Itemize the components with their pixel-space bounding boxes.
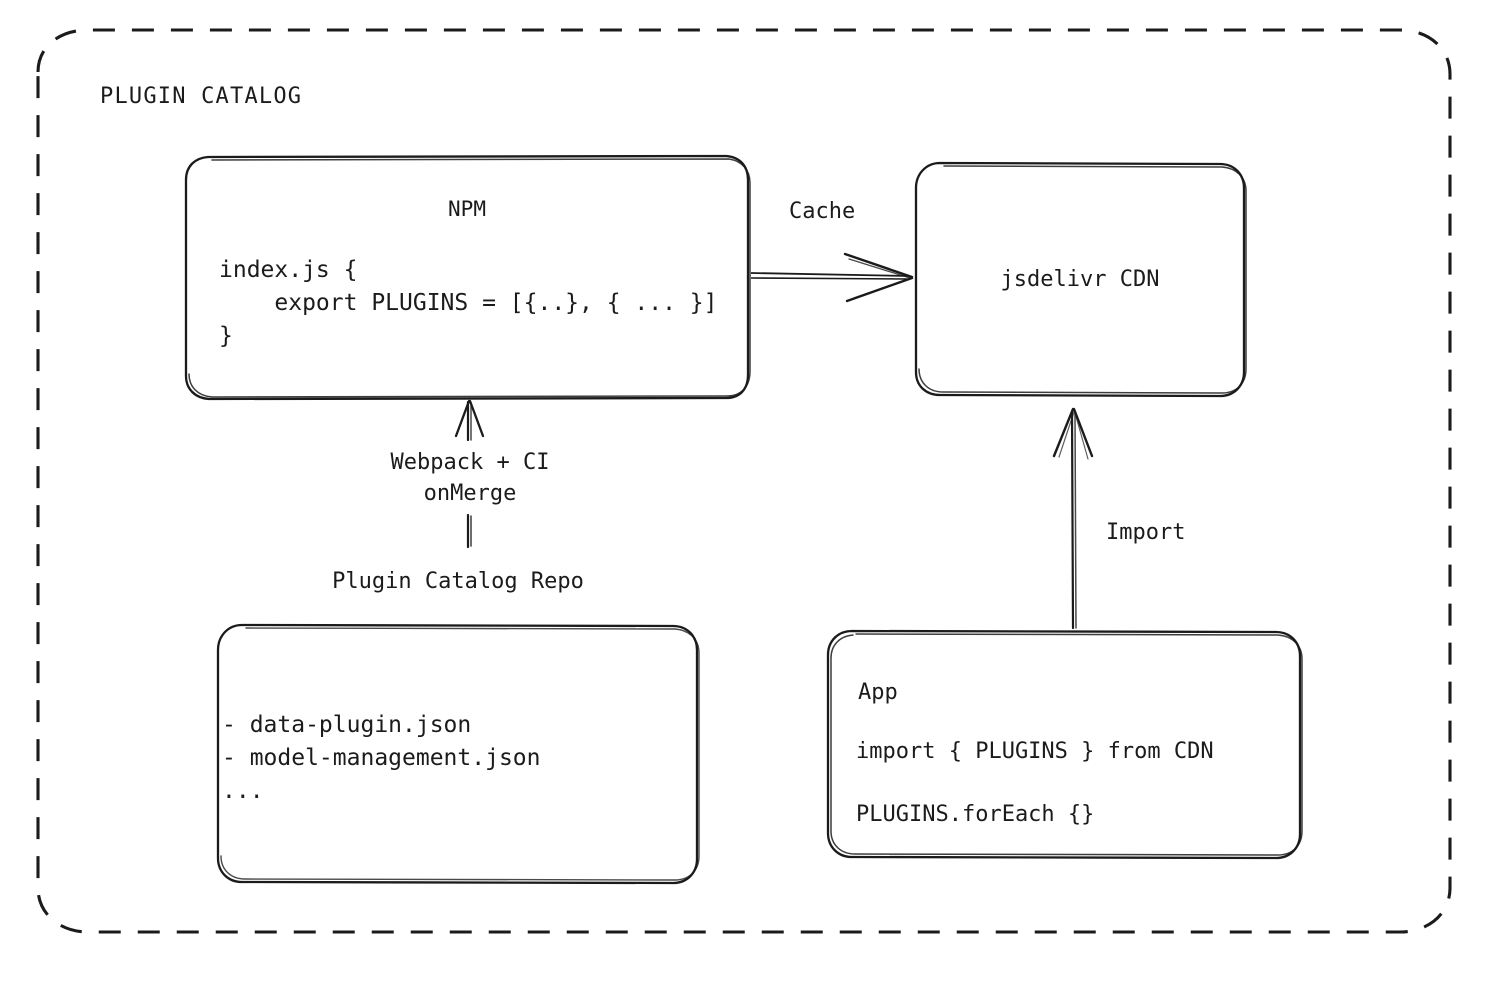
repo-node-caption: Plugin Catalog Repo [332, 569, 584, 594]
edge-label-cache: Cache [789, 199, 856, 224]
edge-label-import: Import [1106, 520, 1186, 545]
npm-node-code: index.js { export PLUGINS = [{..}, { ...… [219, 257, 718, 349]
page-title: PLUGIN CATALOG [100, 84, 303, 109]
edge-label-webpack-ci: Webpack + CI onMerge [390, 450, 550, 507]
app-node-code-import: import { PLUGINS } from CDN [856, 739, 1214, 764]
cdn-node-title: jsdelivr CDN [1000, 267, 1160, 292]
app-node-title: App [858, 680, 898, 705]
import-arrow [1052, 407, 1094, 630]
npm-node-title: NPM [448, 197, 486, 221]
repo-node-file-list: - data-plugin.json - model-management.js… [222, 712, 541, 805]
cache-arrow [750, 252, 914, 303]
app-node-code-foreach: PLUGINS.forEach {} [856, 802, 1095, 827]
